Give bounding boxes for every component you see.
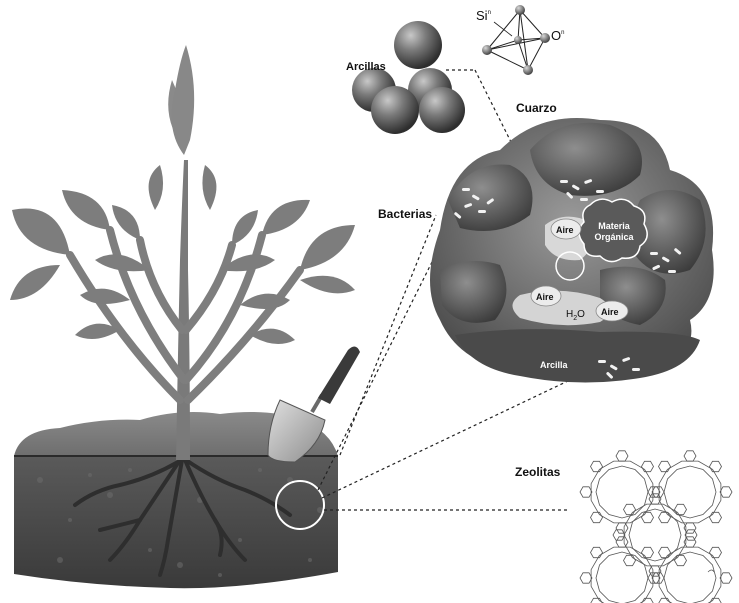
label-materia: Materia — [598, 221, 631, 231]
zeolite-ring — [659, 547, 671, 557]
zeolite-ring — [685, 530, 697, 540]
zeolite-ring — [710, 547, 722, 557]
label-si: Sin — [476, 8, 491, 23]
zeolite-ring — [580, 487, 592, 497]
zeolite-ring — [642, 598, 654, 603]
label-organica: Orgánica — [594, 232, 634, 242]
zeolite-ring — [591, 547, 603, 557]
zeolite-ring — [591, 512, 603, 522]
clay-spheres — [352, 21, 465, 134]
zeolite-ring — [659, 598, 671, 603]
label-arcillas: Arcillas — [346, 61, 386, 73]
zeolite-ring — [624, 555, 636, 565]
zeolite-ring — [596, 552, 648, 603]
zeolite-ring — [629, 509, 681, 561]
soil-aggregate — [430, 118, 714, 383]
label-bacterias: Bacterias — [378, 207, 432, 221]
plant-stem — [176, 160, 190, 460]
zeolite-ring — [580, 573, 592, 583]
label-arcilla: Arcilla — [540, 360, 569, 370]
zeolite-mark — [708, 570, 714, 572]
leaf — [62, 190, 110, 230]
label-cuarzo: Cuarzo — [516, 101, 557, 115]
leaf — [12, 208, 70, 255]
trowel-handle — [318, 346, 360, 404]
label-zeolitas: Zeolitas — [515, 465, 561, 479]
zeolite-ring — [616, 451, 628, 461]
zeolite-ring — [710, 598, 722, 603]
zeolite-ring — [659, 461, 671, 471]
leaf — [80, 289, 130, 304]
zeolite-ring — [596, 466, 648, 518]
zeolite-ring — [675, 555, 687, 565]
plant-scene — [10, 45, 360, 588]
zeolite-ring — [616, 537, 628, 547]
leaf — [149, 165, 163, 210]
zeolite-ring — [720, 487, 732, 497]
zeolite-ring — [642, 461, 654, 471]
zeolite-ring — [710, 461, 722, 471]
zeolite-ring — [591, 598, 603, 603]
clay-layer — [455, 329, 700, 382]
zeolite-ring — [664, 466, 716, 518]
zeolite-ring — [684, 451, 696, 461]
label-aire-3: Aire — [601, 307, 619, 317]
leaf — [202, 165, 216, 210]
zeolite-ring — [613, 530, 625, 540]
zeolite-ring — [710, 512, 722, 522]
zeolite-framework — [580, 451, 732, 603]
leaf — [232, 210, 258, 245]
leaf — [262, 200, 310, 235]
label-o: On — [551, 28, 564, 43]
soil-block — [14, 456, 338, 588]
zeolite-ring — [591, 461, 603, 471]
zeolite-ring — [642, 547, 654, 557]
leaf — [10, 265, 60, 300]
zeolite-ring — [720, 573, 732, 583]
leaf — [300, 276, 355, 294]
zeolite-ring — [616, 523, 628, 533]
label-aire-1: Aire — [556, 225, 574, 235]
leaf — [300, 225, 355, 270]
label-aire-2: Aire — [536, 292, 554, 302]
zeolite-ring — [624, 504, 636, 514]
zeolite-ring — [642, 512, 654, 522]
leaf — [172, 45, 195, 155]
zeolite-ring — [675, 504, 687, 514]
zeolite-ring — [664, 552, 716, 603]
trowel — [268, 346, 360, 462]
leaf — [112, 205, 140, 240]
zeolite-ring — [659, 512, 671, 522]
